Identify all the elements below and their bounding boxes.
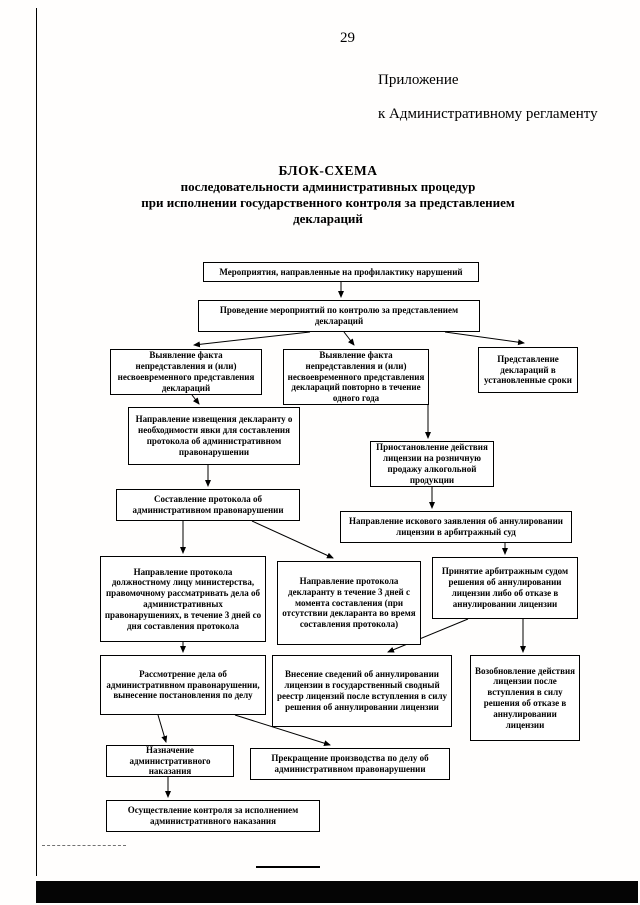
arrow (193, 331, 311, 348)
scan-bottom-black-bar (36, 881, 638, 903)
flow-box-court-claim: Направление искового заявления об аннули… (340, 511, 572, 543)
flow-box-registry-entry: Внесение сведений об аннулировании лицен… (272, 655, 452, 727)
flow-box-case-consideration: Рассмотрение дела об административном пр… (100, 655, 266, 715)
appendix-line-1: Приложение (378, 72, 459, 88)
flow-box-fact-nonsubmission: Выявление факта непредставления и (или) … (110, 349, 262, 395)
flow-box-court-decision: Принятие арбитражным судом решения об ан… (432, 557, 578, 619)
page-number: 29 (340, 30, 355, 46)
flowchart-title: БЛОК-СХЕМА последовательности администра… (36, 162, 620, 227)
scan-left-border-line (36, 8, 37, 876)
title-line-4: деклараций (293, 211, 363, 226)
flow-box-preventive-measures: Мероприятия, направленные на профилактик… (203, 262, 479, 282)
arrow (191, 394, 200, 405)
arrow (444, 331, 525, 346)
flow-box-license-suspension: Приостановление действия лицензии на роз… (370, 441, 494, 487)
appendix-line-2: к Административному регламенту (378, 106, 598, 122)
flow-box-timely-submission: Представление деклараций в установленные… (478, 347, 578, 393)
scan-short-line-artifact (256, 866, 320, 868)
flow-box-notice-to-declarant: Направление извещения декларанту о необх… (128, 407, 300, 465)
flow-box-protocol-to-declarant: Направление протокола декларанту в течен… (277, 561, 421, 645)
flow-box-protocol-to-official: Направление протокола должностному лицу … (100, 556, 266, 642)
flow-box-case-termination: Прекращение производства по делу об адми… (250, 748, 450, 780)
flow-box-license-resumption: Возобновление действия лицензии после вс… (470, 655, 580, 741)
flow-box-fact-repeat-nonsubmission: Выявление факта непредставления и (или) … (283, 349, 429, 405)
title-line-1: БЛОК-СХЕМА (278, 163, 378, 178)
title-line-2: последовательности административных проц… (180, 179, 476, 194)
flow-box-protocol-drafting: Составление протокола об административно… (116, 489, 300, 521)
arrow (251, 520, 334, 559)
flow-box-control-measures: Проведение мероприятий по контролю за пр… (198, 300, 480, 332)
scan-dash-artifact (42, 845, 126, 846)
flow-box-penalty-assignment: Назначение административного наказания (106, 745, 234, 777)
arrow (157, 714, 168, 743)
title-line-3: при исполнении государственного контроля… (141, 195, 515, 210)
flow-box-enforcement-control: Осуществление контроля за исполнением ад… (106, 800, 320, 832)
arrow (343, 331, 355, 346)
